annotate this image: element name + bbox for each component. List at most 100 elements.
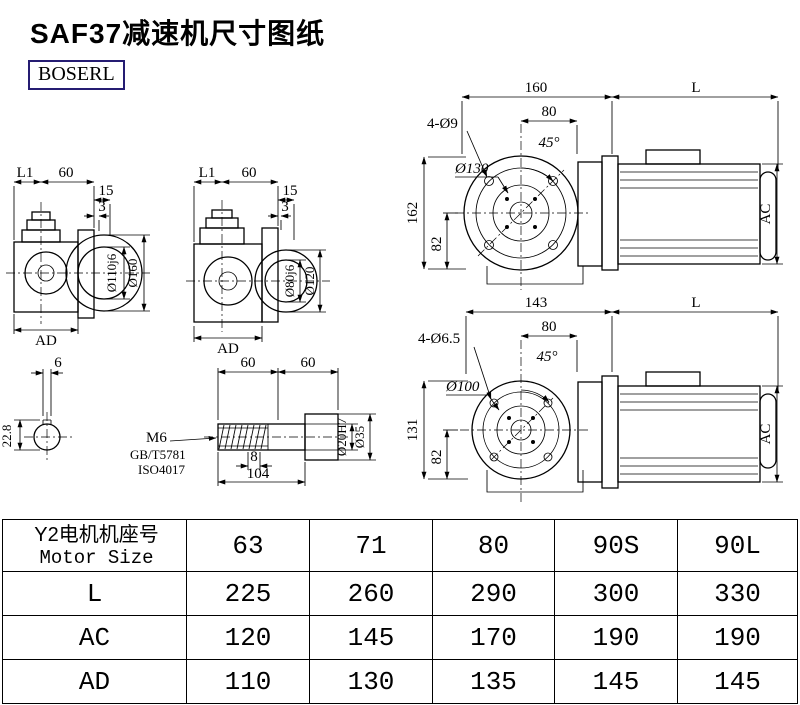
dim-label-160: 160 <box>525 80 548 96</box>
motor-size-header-cell: Y2电机机座号 Motor Size <box>2 519 187 572</box>
front-assembly-b: 143 L 80 4-Ø6.5 45° Ø100 131 82 AC <box>405 295 783 502</box>
angle-label-a: 45° <box>539 135 560 151</box>
dia-label-shaft: Ø35 <box>352 426 367 448</box>
table-row-ac: AC 120 145 170 190 190 <box>2 615 798 660</box>
dimension-table: Y2电机机座号 Motor Size 63 71 80 90S 90L L 22… <box>2 519 798 704</box>
dim-label-key-width: 6 <box>54 355 62 371</box>
table-cell: 225 <box>186 571 310 616</box>
bolt-hole <box>548 240 558 250</box>
dia-leader <box>487 394 500 411</box>
thread-leader <box>169 436 217 442</box>
table-cell: 130 <box>309 659 433 704</box>
front-assembly-a: 160 L 80 4-Ø9 45° Ø130 162 82 AC <box>405 80 783 290</box>
table-cell: 80 <box>432 519 555 572</box>
motor-adapter <box>577 381 603 483</box>
angle-label-b: 45° <box>537 349 558 365</box>
dim-label-80-a: 80 <box>542 104 557 120</box>
row-label-cell: L <box>2 571 187 616</box>
shaft-collar <box>304 413 339 461</box>
row-label-cell: AC <box>2 615 187 660</box>
table-row-ad: AD 110 130 135 145 145 <box>2 659 798 704</box>
row-label-cell: AD <box>2 659 187 704</box>
dim-label-ac-b: AC <box>758 424 774 445</box>
gearbox-side-view-b: L1 60 15 3 AD Ø80j6 Ø120 <box>186 165 330 357</box>
dia-label-spigot-a: Ø110j6 <box>104 253 119 292</box>
dim-label-60-first: 60 <box>241 355 256 371</box>
gear-bore-circle <box>24 251 68 295</box>
table-cell: 135 <box>432 659 555 704</box>
table-cell: 290 <box>432 571 555 616</box>
motor-body <box>617 385 761 483</box>
dia-label-130: Ø130 <box>454 161 489 177</box>
dia-label-bore: Ø20H7 <box>334 417 349 456</box>
motor-frame-label-cn: Y2电机机座号 <box>34 523 159 546</box>
dim-label-60-second: 60 <box>301 355 316 371</box>
dim-label-104: 104 <box>247 466 270 482</box>
holes-leader <box>466 130 488 178</box>
holes-label-a: 4-Ø9 <box>427 116 458 132</box>
gear-bore-circle <box>203 256 253 306</box>
dia-label-100: Ø100 <box>445 379 480 395</box>
bolt-hole <box>484 176 494 186</box>
flange-plate <box>261 227 279 323</box>
dim-label-l-b: L <box>691 295 700 311</box>
dia-label-flange-a: Ø160 <box>125 259 140 288</box>
table-cell: 330 <box>677 571 798 616</box>
table-row-l: L 225 260 290 300 330 <box>2 571 798 616</box>
motor-adapter <box>577 161 603 267</box>
dia-label-spigot-b: Ø80j6 <box>282 264 297 297</box>
motor-terminal-box <box>645 371 701 387</box>
dim-label-143: 143 <box>525 295 548 311</box>
table-header-row: Y2电机机座号 Motor Size 63 71 80 90S 90L <box>2 519 798 572</box>
shaft-detail-view: 60 60 M6 GB/T5781 ISO4017 8 104 Ø20H7 Ø3… <box>130 355 376 486</box>
technical-drawing-canvas: L1 60 15 3 AD Ø110j6 Ø160 <box>0 80 783 502</box>
dim-label-15-a: 15 <box>99 183 114 199</box>
table-cell: 63 <box>186 519 310 572</box>
angle-arc <box>520 167 554 182</box>
dim-label-key-depth: 22.8 <box>0 425 14 448</box>
table-cell: 110 <box>186 659 310 704</box>
dim-label-60-a: 60 <box>59 165 74 181</box>
brand-logo-text: BOSERL <box>38 63 115 85</box>
motor-terminal-box <box>645 149 701 165</box>
page-title: SAF37减速机尺寸图纸 <box>30 18 326 49</box>
bolt-hole <box>489 452 499 462</box>
holes-leader <box>473 346 492 400</box>
dim-label-l1-a: L1 <box>17 165 34 181</box>
table-cell: 71 <box>309 519 433 572</box>
flange-outer-circle <box>471 380 571 480</box>
dim-label-80-b: 80 <box>542 319 557 335</box>
table-cell: 145 <box>554 659 678 704</box>
dim-label-l1-b: L1 <box>199 165 216 181</box>
dim-label-60-b: 60 <box>242 165 257 181</box>
gearbox-side-view-a: L1 60 15 3 AD Ø110j6 Ø160 <box>6 165 150 349</box>
holes-label-b: 4-Ø6.5 <box>418 331 460 347</box>
table-cell: 190 <box>677 615 798 660</box>
dim-label-8: 8 <box>250 449 258 465</box>
motor-body <box>617 163 761 265</box>
table-cell: 170 <box>432 615 555 660</box>
brand-logo: BOSERL <box>28 60 125 90</box>
dim-label-15-b: 15 <box>283 183 298 199</box>
bolt-hole <box>484 240 494 250</box>
table-cell: 90L <box>677 519 798 572</box>
dim-label-3-b: 3 <box>281 199 289 215</box>
dim-label-ad-b: AD <box>217 341 239 357</box>
angle-arc <box>520 389 550 403</box>
table-cell: 260 <box>309 571 433 616</box>
motor-frame-label-en: Motor Size <box>39 546 154 569</box>
dim-label-131: 131 <box>405 419 421 442</box>
table-cell: 145 <box>309 615 433 660</box>
table-cell: 90S <box>554 519 678 572</box>
standard-gb-label: GB/T5781 <box>130 447 186 462</box>
table-cell: 190 <box>554 615 678 660</box>
thread-label: M6 <box>146 430 167 446</box>
standard-iso-label: ISO4017 <box>138 462 185 477</box>
motor-flange <box>601 155 619 271</box>
dim-label-ac-a: AC <box>758 204 774 225</box>
shaft-section-view: 6 22.8 <box>0 355 72 462</box>
shaft-circle <box>33 423 61 451</box>
table-cell: 145 <box>677 659 798 704</box>
motor-flange <box>601 375 619 489</box>
dim-label-3-a: 3 <box>98 199 106 215</box>
